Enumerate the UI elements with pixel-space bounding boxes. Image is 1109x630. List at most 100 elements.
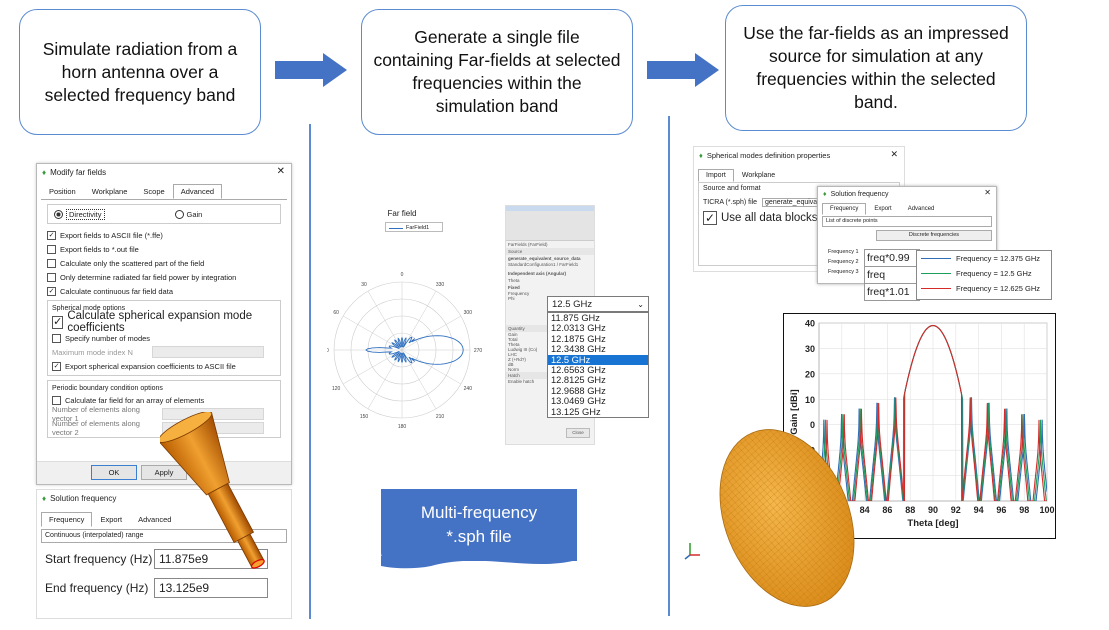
modify-far-fields-dialog: ♦ Modify far fields ✕ Position Workplane… — [36, 163, 292, 485]
tab-frequency[interactable]: Frequency — [41, 512, 93, 527]
frequency-dropdown[interactable]: 12.5 GHz ⌄ — [547, 296, 649, 312]
tab-advanced[interactable]: Advanced — [138, 515, 172, 524]
polar-grid-spoke — [367, 290, 403, 351]
radiated-power-checkbox[interactable]: Only determine radiated far field power … — [47, 270, 281, 284]
x-tick-label: 100 — [1039, 505, 1054, 515]
export-ascii-checkbox[interactable]: ✓Export fields to ASCII file (*.ffe) — [47, 230, 163, 240]
panel-ludwig[interactable]: Ludwig III (Co) — [508, 347, 538, 352]
frequency-2-input[interactable]: freq — [864, 266, 920, 284]
frequency-3-input[interactable]: freq*1.01 — [864, 283, 920, 301]
y-tick-label: 30 — [805, 344, 815, 354]
panel-theta[interactable]: Theta — [508, 342, 520, 347]
directivity-radio[interactable] — [54, 209, 63, 219]
panel-header: FarFields (FarField) — [508, 242, 548, 247]
periodic-group: Periodic boundary condition options Calc… — [47, 380, 281, 438]
array-checkbox[interactable]: Calculate far field for an array of elem… — [52, 393, 276, 407]
x-tick-label: 90 — [928, 505, 938, 515]
spherical-coeff-checkbox[interactable]: ✓Calculate spherical expansion mode coef… — [52, 310, 276, 334]
tab-advanced[interactable]: Advanced — [907, 206, 935, 212]
y-tick-label: 40 — [805, 319, 815, 329]
callout-step1-text: Simulate radiation from a horn antenna o… — [42, 38, 238, 105]
close-icon[interactable]: ✕ — [890, 149, 898, 159]
frequency-2-value: freq — [867, 269, 886, 281]
export-coeff-checkbox[interactable]: ✓Export spherical expansion coefficients… — [52, 361, 236, 371]
vec2-label: Number of elements along vector 2 — [52, 419, 140, 437]
tab-frequency[interactable]: Frequency — [822, 203, 867, 215]
frequency-option[interactable]: 13.0469 GHz — [551, 396, 606, 407]
legend-line-1 — [921, 257, 951, 260]
tab-export[interactable]: Export — [100, 515, 123, 524]
frequency-option[interactable]: 12.8125 GHz — [551, 375, 606, 386]
callout-step2-text: Generate a single file containing Far-fi… — [373, 27, 621, 116]
dialog-title: Solution frequency — [50, 493, 117, 503]
frequency-option[interactable]: 13.125 GHz — [551, 406, 601, 417]
panel-gain[interactable]: Gain — [508, 332, 518, 337]
frequency-option[interactable]: 12.3438 GHz — [551, 344, 606, 355]
discrete-frequencies-button[interactable]: Discrete frequencies — [876, 230, 992, 241]
spherical-coeff-label: Calculate spherical expansion mode coeff… — [67, 310, 253, 334]
divider — [668, 116, 670, 616]
specify-modes-checkbox[interactable]: Specify number of modes — [52, 331, 276, 345]
spherical-group-title: Spherical mode options — [52, 304, 126, 312]
max-mode-input[interactable] — [152, 346, 264, 358]
panel-source-name[interactable]: generate_equivalent_source_data — [508, 256, 581, 261]
x-tick-label: 96 — [996, 505, 1006, 515]
continuous-checkbox[interactable]: ✓Calculate continuous far field data — [47, 286, 173, 296]
app-icon: ♦ — [42, 493, 47, 503]
dialog-tabs: Import Workplane — [694, 169, 904, 182]
y-tick-label: 20 — [805, 369, 815, 379]
tab-workplane[interactable]: Workplane — [741, 172, 776, 179]
end-frequency-input[interactable]: 13.125e9 — [154, 578, 268, 598]
tab-scope[interactable]: Scope — [143, 187, 165, 196]
y-tick-label: 0 — [810, 420, 815, 430]
source-format-label: Source and format — [703, 185, 761, 192]
tab-export[interactable]: Export — [874, 206, 892, 212]
ticra-label: TICRA (*.sph) file — [703, 199, 758, 206]
ok-button[interactable]: OK — [91, 465, 137, 480]
frequency-option[interactable]: 12.9688 GHz — [551, 385, 606, 396]
gain-radio[interactable] — [174, 209, 184, 219]
ticra-value: generate_equivalen — [765, 199, 827, 206]
callout-step3-text: Use the far-fields as an impressed sourc… — [743, 23, 1009, 112]
panel-fixed: Fixed — [508, 285, 520, 290]
frequency-option[interactable]: 12.0313 GHz — [551, 323, 606, 334]
frequency-3-label: Frequency 3 — [828, 269, 859, 275]
panel-lhc[interactable]: LHC — [508, 352, 518, 357]
tab-workplane[interactable]: Workplane — [91, 187, 128, 196]
panel-total[interactable]: Total — [508, 337, 518, 342]
frequency-option[interactable]: 12.6563 GHz — [551, 364, 606, 375]
list-select[interactable]: List of discrete points — [822, 216, 992, 227]
divider — [309, 124, 311, 619]
panel-enable-hatch[interactable]: Enable hatch — [508, 379, 535, 384]
legend-line-3 — [921, 287, 951, 290]
arrow-right-icon — [275, 53, 347, 87]
close-icon[interactable]: ✕ — [984, 188, 991, 197]
scattered-label: Calculate only the scattered part of the… — [60, 258, 205, 268]
app-icon: ♦ — [823, 190, 827, 198]
panel-norm[interactable]: Norm — [508, 367, 519, 372]
use-all-blocks-checkbox[interactable]: ✓ Use all data blocks — [703, 211, 818, 225]
frequency-option[interactable]: 12.1875 GHz — [551, 333, 606, 344]
close-icon[interactable]: ✕ — [276, 166, 285, 177]
export-out-label: Export fields to *.out file — [60, 244, 139, 254]
frequency-option[interactable]: 11.875 GHz — [551, 313, 600, 323]
multi-frequency-line1: Multi-frequency — [420, 503, 538, 522]
use-all-blocks-label: Use all data blocks — [721, 212, 818, 224]
multi-frequency-wave-bottom — [381, 556, 577, 569]
panel-axis-value[interactable]: Theta — [508, 278, 520, 283]
tab-advanced[interactable]: Advanced — [172, 184, 223, 199]
tab-import[interactable]: Import — [698, 169, 734, 182]
export-out-checkbox[interactable]: Export fields to *.out file — [47, 242, 281, 256]
scattered-checkbox[interactable]: Calculate only the scattered part of the… — [47, 256, 281, 270]
frequency-option[interactable]: 12.5 GHz — [548, 354, 648, 365]
panel-rhc[interactable]: Z (+Rd?) — [508, 357, 526, 362]
tab-position[interactable]: Position — [49, 187, 76, 196]
dialog-tabs: Frequency Export Advanced — [37, 512, 291, 527]
range-select[interactable]: Continuous (interpolated) range — [41, 529, 287, 543]
panel-close-button[interactable]: Close — [566, 428, 590, 438]
frequency-1-input[interactable]: freq*0.99 — [864, 249, 920, 267]
polar-angle-label: 240 — [464, 386, 473, 392]
panel-db[interactable]: dB — [508, 362, 514, 367]
start-frequency-input[interactable]: 11.875e9 — [154, 549, 268, 569]
x-tick-label: 98 — [1019, 505, 1029, 515]
